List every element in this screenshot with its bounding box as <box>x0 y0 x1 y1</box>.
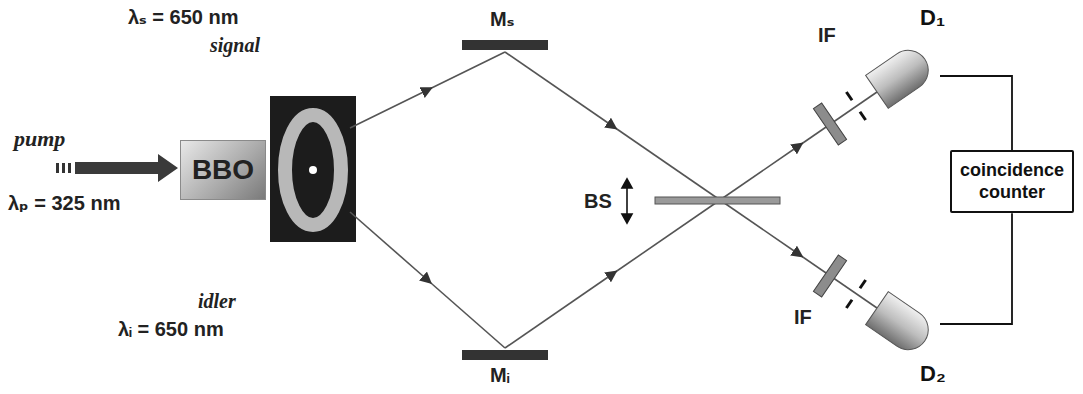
spdc-cone-image <box>270 96 356 242</box>
pump-dash <box>56 163 59 173</box>
output-beam <box>720 200 877 308</box>
annotation-label: pump <box>14 126 65 151</box>
annotation-label: Mᵢ <box>490 364 509 387</box>
beam-splitter <box>655 197 780 204</box>
filter-plate <box>813 103 846 145</box>
annotation-label: idler <box>198 290 236 313</box>
detector-symbol <box>860 289 940 359</box>
aperture-blade <box>846 300 852 308</box>
box-label: coincidence counter <box>958 160 1066 203</box>
aperture <box>846 92 865 120</box>
detector: D₂ <box>860 289 940 359</box>
crystal-box: BBO <box>180 140 266 200</box>
detector: D₁ <box>860 41 940 111</box>
signal-wire <box>940 213 1012 324</box>
aperture-blade <box>860 112 866 120</box>
pump-dash <box>62 163 65 173</box>
pump-dash <box>68 163 71 173</box>
detector-label: D₁ <box>920 5 945 30</box>
translation-arrow <box>622 179 632 223</box>
annotation-label: λᵢ = 650 nm <box>118 318 224 341</box>
translation-shaft <box>626 186 628 216</box>
detector-label: D₂ <box>920 361 946 386</box>
pump-arrow <box>75 154 178 182</box>
annotation-label: Mₛ <box>490 8 514 31</box>
signal-wire <box>940 76 1012 150</box>
aperture-blade <box>860 280 866 288</box>
filter-plate <box>813 255 846 297</box>
annotation-label: BS <box>584 190 612 213</box>
signal-beam <box>505 52 720 200</box>
annotation-label: IF <box>818 24 836 47</box>
mirror <box>462 350 548 360</box>
crystal-label: BBO <box>192 154 254 186</box>
annotation-label: λₚ = 325 nm <box>8 192 120 215</box>
photon-beams <box>350 52 877 348</box>
annotation-label: signal <box>210 34 260 57</box>
idler-beam <box>505 200 720 348</box>
arrow-head <box>622 179 632 188</box>
idler-beam <box>350 212 505 348</box>
pump-spot <box>309 166 317 174</box>
process-box: coincidence counter <box>950 150 1074 213</box>
spdc-ring <box>285 115 341 225</box>
output-beam <box>720 92 877 200</box>
signal-beam <box>350 52 505 128</box>
pump-beam <box>56 154 178 182</box>
aperture <box>846 280 865 308</box>
aperture-blade <box>846 92 852 100</box>
detector-body <box>866 43 936 109</box>
arrow-head <box>622 214 632 223</box>
annotation-label: IF <box>794 306 812 329</box>
detector-body <box>866 292 936 358</box>
mirror <box>462 40 548 50</box>
detector-symbol <box>860 41 940 111</box>
annotation-label: λₛ = 650 nm <box>128 6 238 29</box>
interference-filter <box>813 103 846 145</box>
interference-filter <box>813 255 846 297</box>
screen <box>270 96 356 242</box>
